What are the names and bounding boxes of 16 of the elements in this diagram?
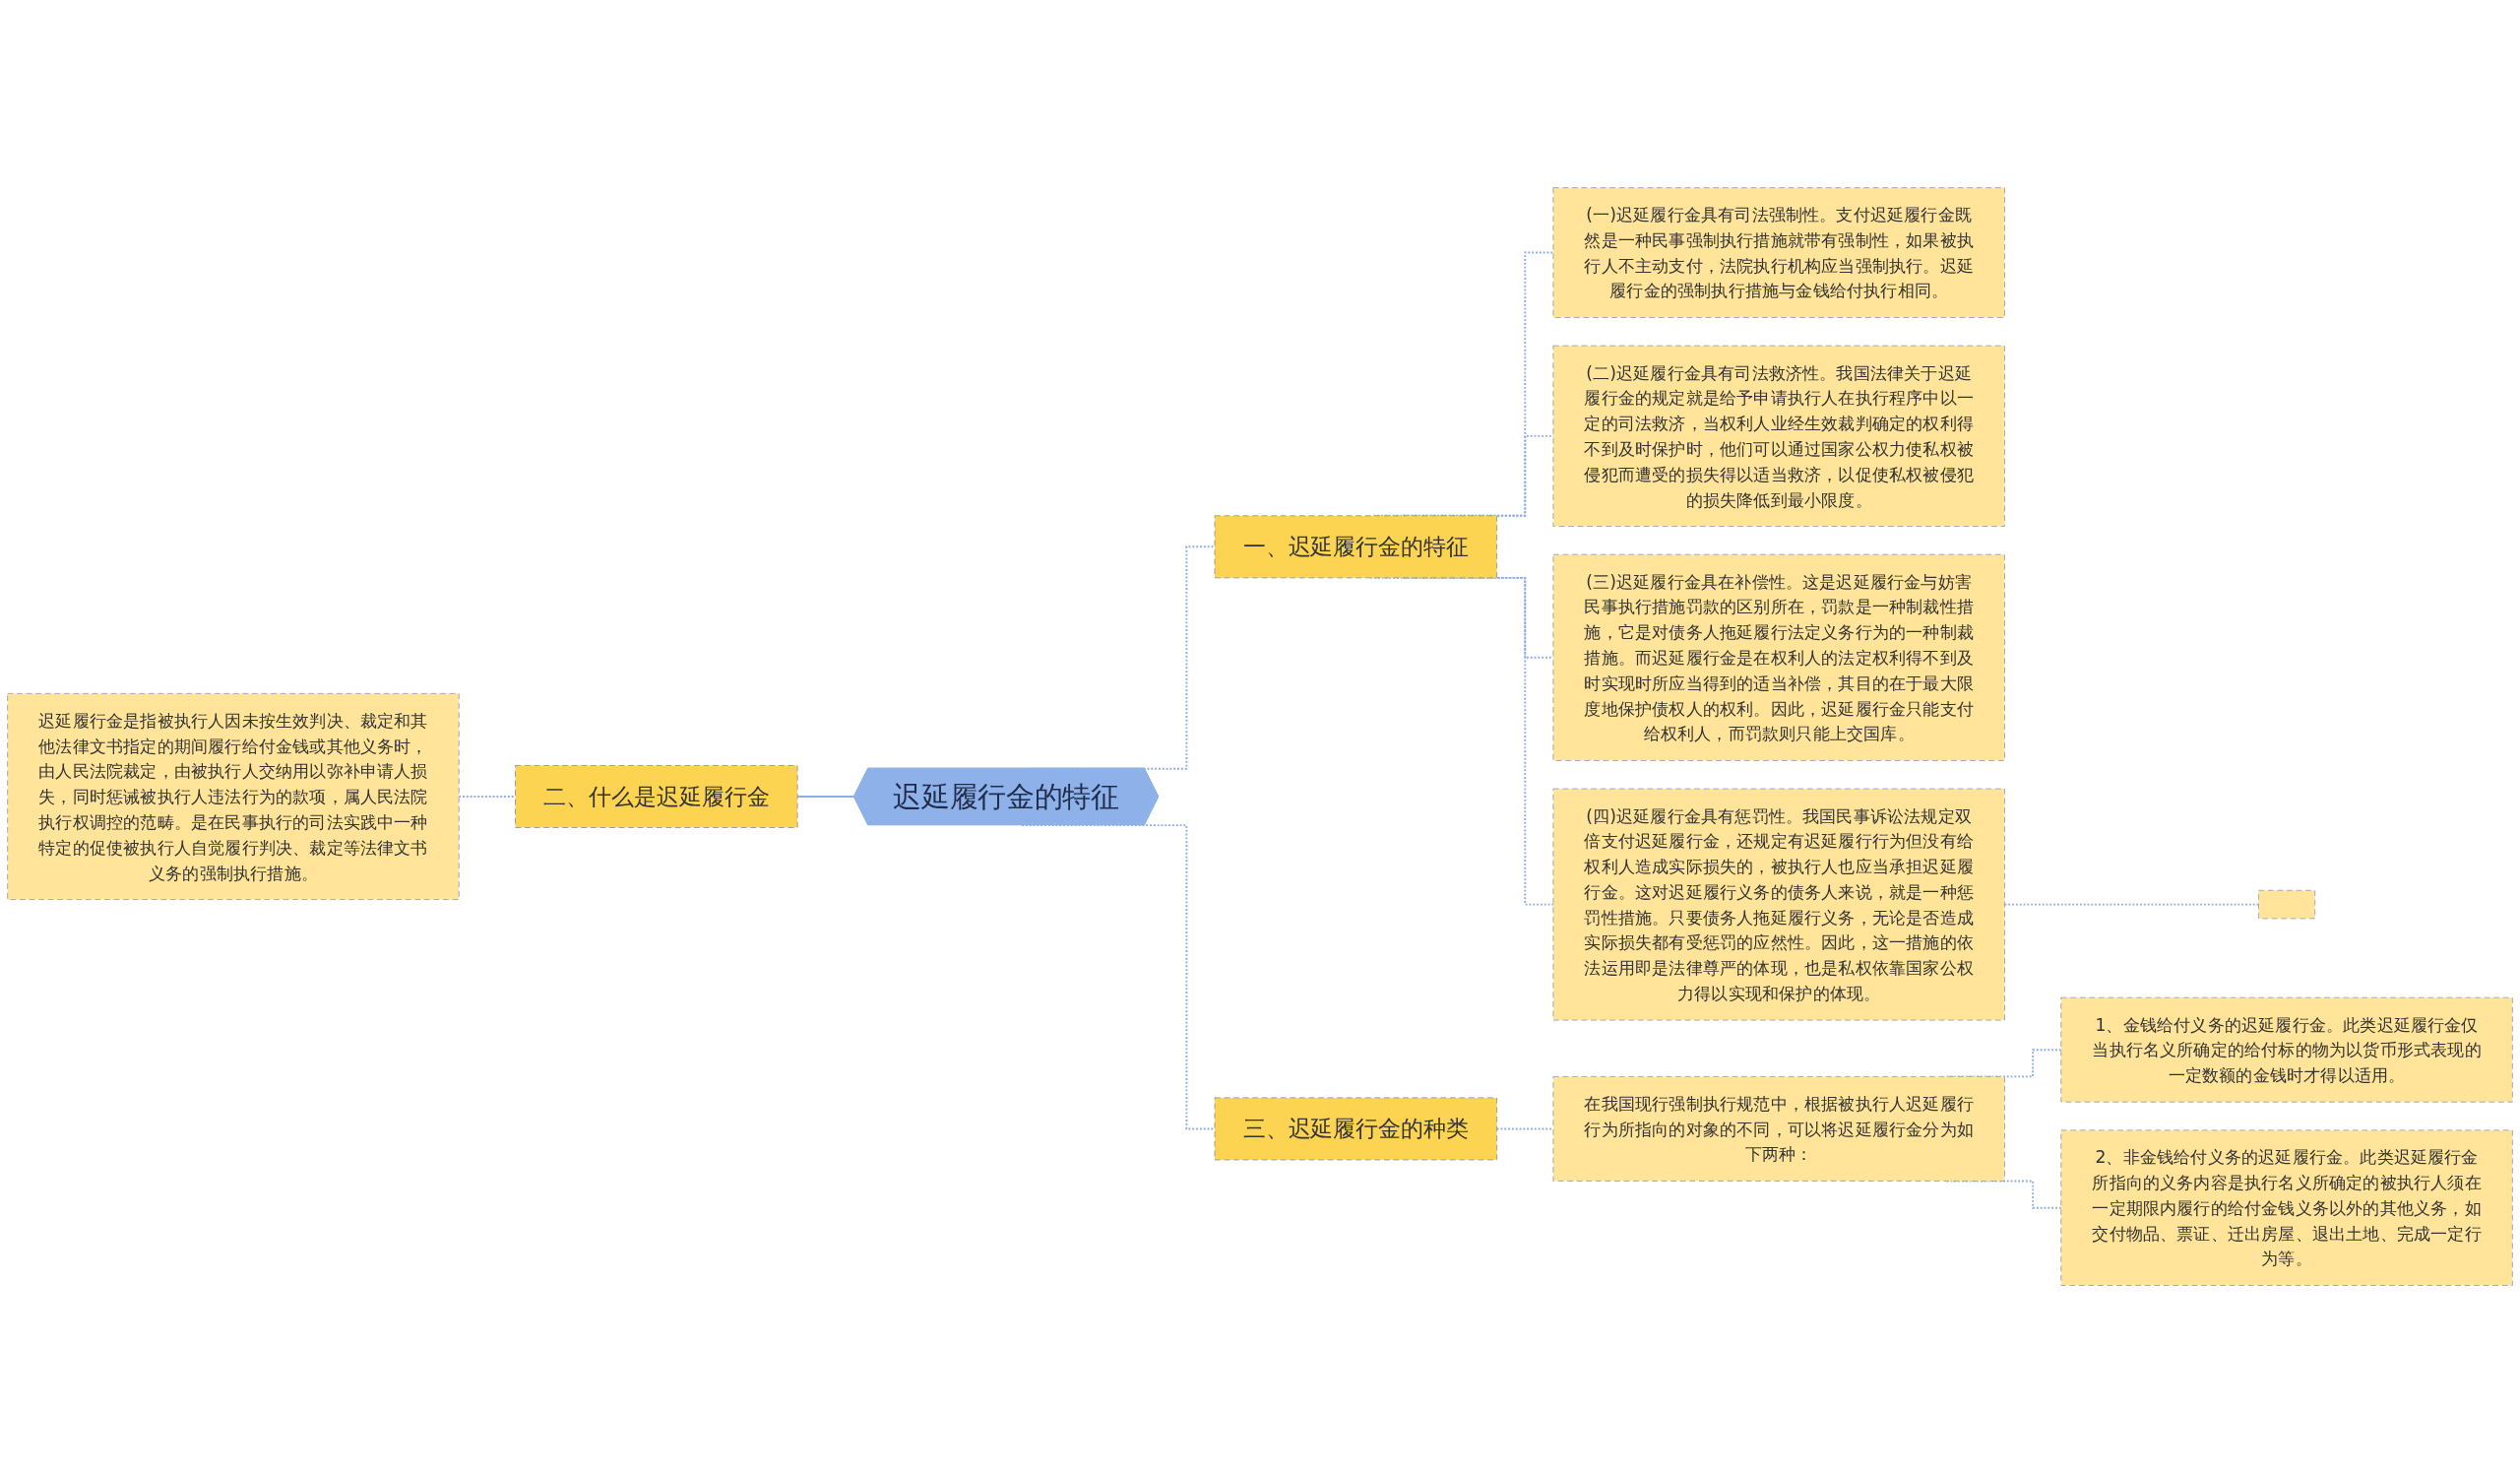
node-box: 一、迟延履行金的特征 [1214,515,1498,579]
connector [2003,904,2260,906]
node-box: 1、金钱给付义务的迟延履行金。此类迟延履行金仅当执行名义所确定的给付标的物为以货币形式表现的一定数额的金钱时才得以适用。 [2060,997,2513,1104]
node-box: (一)迟延履行金具有司法强制性。支付迟延履行金既然是一种民事强制执行措施就带有强制性，如果被执行人不主动支付，法院执行机构应当强制执行。迟延履行金的强制执行措施与金钱给付执行相同。 [1552,187,2005,319]
node-box: 三、迟延履行金的种类 [1214,1097,1498,1161]
node-box: 2、非金钱给付义务的迟延履行金。此类迟延履行金所指向的义务内容是执行名义所确定的被执行人须在一定期限内履行的给付金钱义务以外的其他义务，如交付物品、票证、迁出房屋、退出土地、完成一定行为等。 [2060,1129,2513,1287]
node-box: 在我国现行强制执行规范中，根据被执行人迟延履行行为所指向的对象的不同，可以将迟延履行金分为如下两种： [1552,1076,2005,1183]
node-box: (三)迟延履行金具在补偿性。这是迟延履行金与妨害民事执行措施罚款的区别所在，罚款是一种制裁性措施，它是对债务人拖延履行法定义务行为的一种制裁措施。而迟延履行金是在权利人的法定权利得不到及时实现时所应当得到的适当补偿，其目的在于最大限度地保护债权人的权利。因此，迟延履行金只能支付给权利人，而罚款则只能上交国库。 [1552,554,2005,762]
node-box: 二、什么是迟延履行金 [515,765,798,829]
connector [796,796,855,799]
node-box: 迟延履行金是指被执行人因未按生效判决、裁定和其他法律文书指定的期间履行给付金钱或其他义务时，由人民法院裁定，由被执行人交纳用以弥补申请人损失，同时惩诫被执行人违法行为的款项，属人民法院执行权调控的范畴。是在民事执行的司法实践中一种特定的促使被执行人自觉履行判决、裁定等法律文书义务的强制执行措施。 [7,693,460,901]
connector [1495,1127,1554,1130]
connector [458,796,517,799]
node-box [2257,890,2316,920]
node-box: (二)迟延履行金具有司法救济性。我国法律关于迟延履行金的规定就是给予申请执行人在执行程序中以一定的司法救济，当权利人业经生效裁判确定的权利得不到及时保护时，他们可以通过国家公权力使私权被侵犯而遭受的损失得以适当救济，以促使私权被侵犯的损失降低到最小限度。 [1552,346,2005,528]
node-box: (四)迟延履行金具有惩罚性。我国民事诉讼法规定双倍支付迟延履行金，还规定有迟延履行行为但没有给权利人造成实际损失的，被执行人也应当承担迟延履行金。这对迟延履行义务的债务人来说，就是一种惩罚性措施。只要债务人拖延履行义务，无论是否造成实际损失都有受惩罚的应然性。因此，这一措施的依法运用即是法律尊严的体现，也是私权依靠国家公权力得以实现和保护的体现。 [1552,789,2005,1021]
